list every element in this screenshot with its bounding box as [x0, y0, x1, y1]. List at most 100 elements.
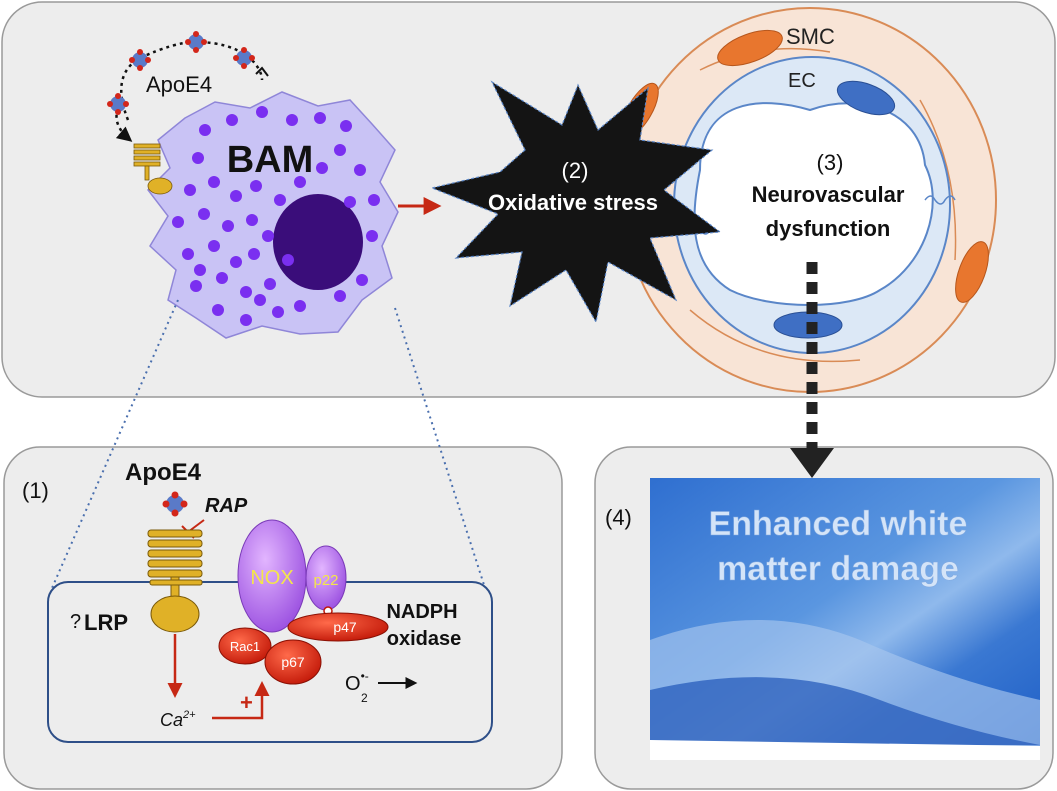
- apoe4-cycle: ApoE4: [107, 31, 269, 195]
- vesicle-dot: [334, 144, 346, 156]
- oxidative-stress-burst: (2) Oxidative stress: [429, 80, 722, 324]
- rac1-subunit: [218, 627, 272, 665]
- vesicle-dot: [368, 194, 380, 206]
- vesicle-dot: [230, 190, 242, 202]
- vesicle-dot: [190, 280, 202, 292]
- vesicle-dot: [184, 184, 196, 196]
- vesicle-dot: [240, 286, 252, 298]
- p67-subunit: [264, 639, 322, 685]
- zoom-line-right: [394, 307, 486, 589]
- vesicle-dot: [286, 114, 298, 126]
- vesicle-dot: [294, 176, 306, 188]
- burst-shape: [429, 80, 722, 324]
- bam-receptor-icon: [133, 143, 173, 195]
- detail-content: (1) ApoE4 RAP ? LRP Ca2+ + NOX: [22, 459, 493, 743]
- vesicle-dot: [334, 290, 346, 302]
- vesicle-dot: [256, 106, 268, 118]
- bam-membrane: [147, 91, 399, 339]
- apoe4-molecule-icon: [129, 49, 151, 71]
- p67-label: p67: [281, 654, 305, 670]
- ca-label: Ca2+: [160, 709, 196, 730]
- apoe4-top-label: ApoE4: [146, 72, 212, 97]
- smc-cell: [955, 241, 989, 303]
- vesicle-dot: [212, 304, 224, 316]
- vesicle-dot: [254, 294, 266, 306]
- rac1-label: Rac1: [230, 639, 260, 654]
- vesicle-dot: [264, 278, 276, 290]
- damage-line1: Enhanced white: [709, 505, 968, 543]
- vesicle-dot: [194, 264, 206, 276]
- vesicle-dot: [208, 240, 220, 252]
- smc-cell: [717, 29, 783, 67]
- tissue-light-lower: [650, 740, 1040, 760]
- bam-label: BAM: [227, 139, 314, 181]
- detail-apoe4-label: ApoE4: [125, 459, 202, 486]
- p47-label: p47: [333, 619, 357, 635]
- lrp-receptor-icon: [147, 529, 203, 633]
- damage-number: (4): [605, 505, 632, 530]
- vesicle-dot: [316, 162, 328, 174]
- vessel-lumen: [693, 102, 934, 306]
- vesicle-dot: [182, 248, 194, 260]
- o2-label: O•-: [345, 669, 369, 695]
- apoe4-molecule-icon: [185, 31, 207, 53]
- p47-subunit: [287, 612, 389, 642]
- lrp-label: LRP: [84, 610, 128, 635]
- bam-cell: BAM: [147, 91, 399, 339]
- vesicle-dot: [272, 306, 284, 318]
- vesicle-dot: [274, 194, 286, 206]
- zoom-line-left: [51, 299, 179, 589]
- plus-label: +: [240, 690, 253, 715]
- vesicle-dot: [216, 272, 228, 284]
- damage-content: (4) Enhanced white matter damage: [605, 478, 1040, 760]
- detail-number: (1): [22, 478, 49, 503]
- vesicle-dot: [222, 220, 234, 232]
- blood-vessel: SMC EC (3) Neurovascular dysfunction: [621, 7, 997, 393]
- lrp-question: ?: [70, 611, 81, 633]
- smc-label: SMC: [786, 24, 835, 49]
- vesicle-dot: [199, 124, 211, 136]
- ca-to-complex-arrow: [212, 681, 270, 720]
- vesicle-dot: [354, 164, 366, 176]
- vesicle-group: [172, 106, 380, 326]
- ec-label: EC: [788, 70, 816, 92]
- vesicle-dot: [226, 114, 238, 126]
- apoe4-molecule-icon: [162, 491, 188, 517]
- damage-line2: matter damage: [717, 550, 959, 588]
- vesicle-dot: [294, 300, 306, 312]
- nadph-line2: oxidase: [387, 628, 461, 650]
- vesicle-dot: [192, 152, 204, 164]
- tissue-dark-band: [650, 677, 1040, 746]
- rap-label: RAP: [205, 495, 248, 517]
- stress-label: Oxidative stress: [488, 190, 658, 215]
- ec-wavy-edge: [924, 195, 956, 205]
- nox-label: NOX: [250, 567, 293, 589]
- vesicle-dot: [230, 256, 242, 268]
- neuro-line1: Neurovascular: [752, 182, 905, 207]
- stress-number: (2): [562, 158, 589, 183]
- vesicle-dot: [198, 208, 210, 220]
- o2-subscript: 2: [361, 691, 368, 705]
- vesicle-dot: [282, 254, 294, 266]
- dashed-arrow-to-damage: [790, 262, 834, 478]
- vesicle-dot: [250, 180, 262, 192]
- vesicle-dot: [246, 214, 258, 226]
- bam-nucleus: [273, 194, 363, 290]
- vesicle-dot: [262, 230, 274, 242]
- ec-cell: [836, 80, 896, 116]
- nadph-line1: NADPH: [386, 601, 457, 623]
- vesicle-dot: [240, 314, 252, 326]
- vesicle-dot: [340, 120, 352, 132]
- vesicle-dot: [208, 176, 220, 188]
- vesicle-dot: [356, 274, 368, 286]
- apoe4-molecule-icon: [233, 47, 255, 69]
- vesicle-dot: [172, 216, 184, 228]
- p22-label: p22: [313, 572, 338, 589]
- neuro-number: (3): [817, 150, 844, 175]
- neuro-line2: dysfunction: [766, 216, 891, 241]
- vesicle-dot: [248, 248, 260, 260]
- apoe4-molecule-icon: [107, 93, 129, 115]
- vesicle-dot: [366, 230, 378, 242]
- vesicle-dot: [314, 112, 326, 124]
